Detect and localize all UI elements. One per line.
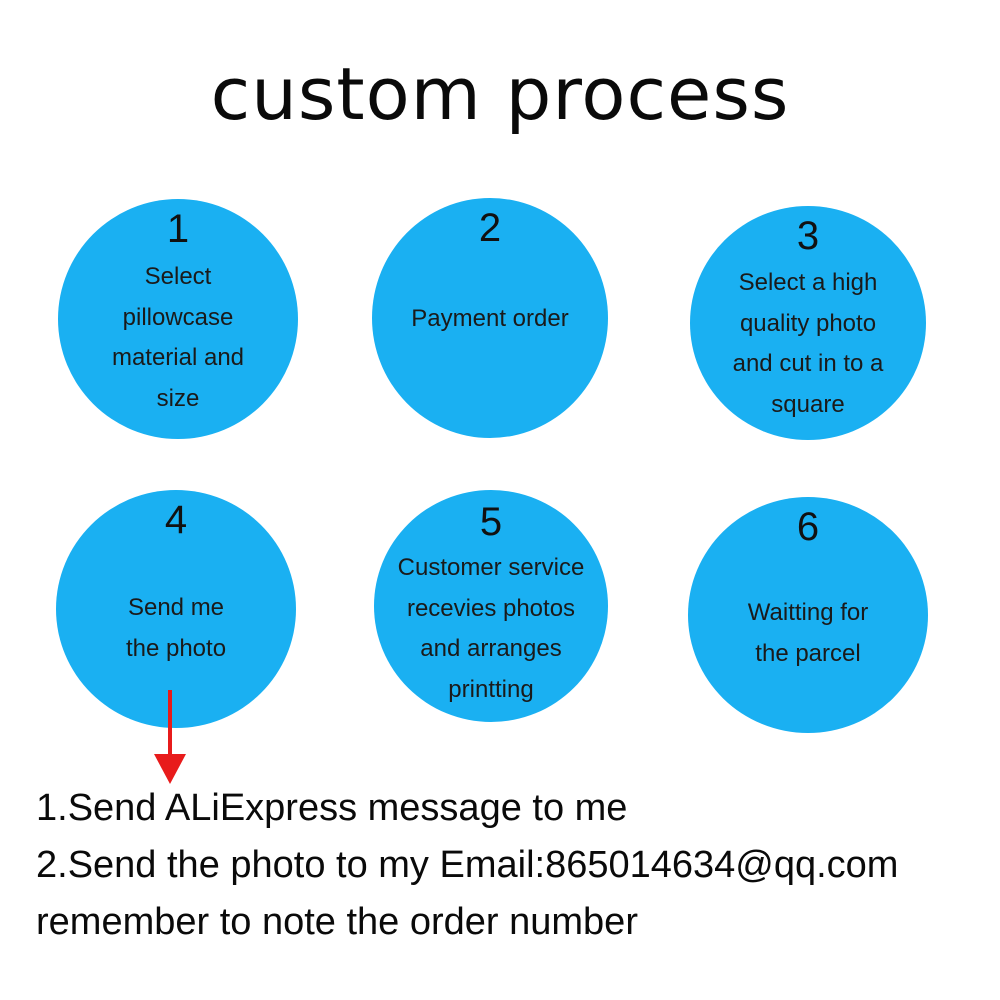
step-text-line: quality photo: [739, 309, 877, 337]
step-number: 1: [166, 207, 190, 251]
step-text-line: Payment order: [411, 305, 569, 332]
step-6-circle: 6 Waitting for the parcel: [688, 497, 928, 733]
step-text-line: recevies photos: [406, 594, 576, 622]
step-number: 3: [796, 214, 820, 258]
arrow-down-icon: [154, 690, 186, 784]
step-number: 4: [164, 498, 188, 542]
step-text-line: printting: [448, 675, 534, 703]
step-description: Waitting for the parcel: [688, 593, 928, 674]
step-text-line: Customer service: [397, 554, 585, 581]
step-text-line: square: [771, 390, 845, 418]
step-text-line: the photo: [125, 634, 227, 662]
step-text-line: material and: [111, 344, 245, 371]
step-description: Customer service recevies photos and arr…: [374, 548, 608, 710]
step-text-line: and arranges: [420, 635, 562, 662]
page-title: custom process: [210, 52, 790, 136]
step-number: 6: [796, 505, 820, 549]
step-description: Select pillowcase material and size: [58, 257, 298, 419]
step-description: Send me the photo: [56, 588, 296, 669]
step-description: Payment order: [372, 299, 608, 340]
step-1-circle: 1 Select pillowcase material and size: [58, 199, 298, 439]
step-text-line: Send me: [127, 594, 225, 621]
step-number: 2: [478, 206, 502, 250]
step-text-line: size: [156, 384, 200, 412]
step-text-line: the parcel: [755, 639, 861, 667]
instruction-line-1: 1.Send ALiExpress message to me: [36, 787, 628, 829]
step-text-line: Select: [144, 263, 212, 290]
step-2-circle: 2 Payment order: [372, 198, 608, 438]
step-3-circle: 3 Select a high quality photo and cut in…: [690, 206, 926, 440]
step-text-line: Select a high: [738, 269, 878, 296]
step-text-line: pillowcase: [122, 303, 234, 331]
step-number: 5: [479, 500, 503, 544]
step-4-circle: 4 Send me the photo: [56, 490, 296, 728]
step-5-circle: 5 Customer service recevies photos and a…: [374, 490, 608, 722]
step-text-line: and cut in to a: [732, 350, 884, 377]
step-description: Select a high quality photo and cut in t…: [690, 263, 926, 425]
instruction-line-3: remember to note the order number: [36, 901, 638, 943]
instruction-line-2: 2.Send the photo to my Email:865014634@q…: [36, 844, 899, 886]
step-text-line: Waitting for: [747, 599, 869, 626]
